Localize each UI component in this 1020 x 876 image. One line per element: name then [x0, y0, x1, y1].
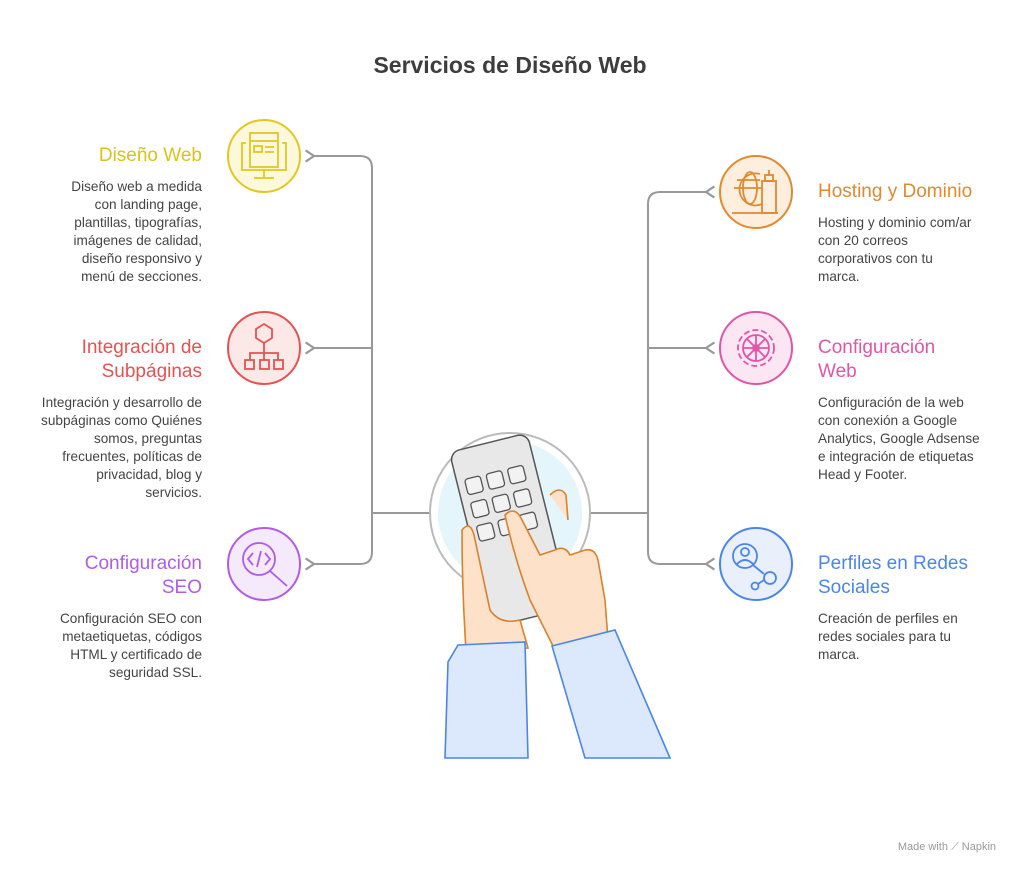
service-configuracion-seo: Configuración SEO Configuración SEO con … — [0, 552, 202, 682]
service-description: Configuración de la web con conexión a G… — [818, 395, 980, 482]
service-title: Diseño Web — [98, 145, 202, 166]
service-title: Hosting y Dominio — [818, 181, 973, 202]
service-title: Configuración SEO — [84, 553, 202, 598]
service-integracion-subpaginas: Integración de Subpáginas Integración y … — [0, 336, 202, 502]
service-description: Creación de perfiles en redes sociales p… — [818, 611, 958, 662]
service-title: Configuración Web — [818, 337, 936, 382]
web-design-monitor-icon — [227, 119, 301, 193]
code-search-icon — [227, 527, 301, 601]
service-diseno-web: Diseño Web Diseño web a medida con landi… — [0, 144, 202, 286]
service-description: Configuración SEO con metaetiquetas, cód… — [59, 611, 202, 680]
social-profile-icon — [719, 527, 793, 601]
service-configuracion-web: Configuración Web Configuración de la we… — [818, 336, 1020, 484]
service-perfiles-redes: Perfiles en Redes Sociales Creación de p… — [818, 552, 1020, 664]
napkin-credit: Made with ⟋ Napkin — [897, 841, 996, 853]
service-hosting-dominio: Hosting y Dominio Hosting y dominio com/… — [818, 180, 1020, 286]
service-description: Hosting y dominio com/ar con 20 correos … — [818, 215, 972, 284]
service-description: Integración y desarrollo de subpáginas c… — [41, 395, 202, 500]
service-description: Diseño web a medida con landing page, pl… — [71, 179, 202, 284]
globe-building-icon — [719, 155, 793, 229]
page-title: Servicios de Diseño Web — [373, 52, 647, 78]
connectors — [304, 149, 716, 571]
hand-phone-illustration — [429, 432, 672, 759]
service-title: Integración de Subpáginas — [81, 337, 202, 382]
hierarchy-icon — [227, 311, 301, 385]
service-title: Perfiles en Redes Sociales — [818, 553, 968, 598]
gear-icon — [719, 311, 793, 385]
